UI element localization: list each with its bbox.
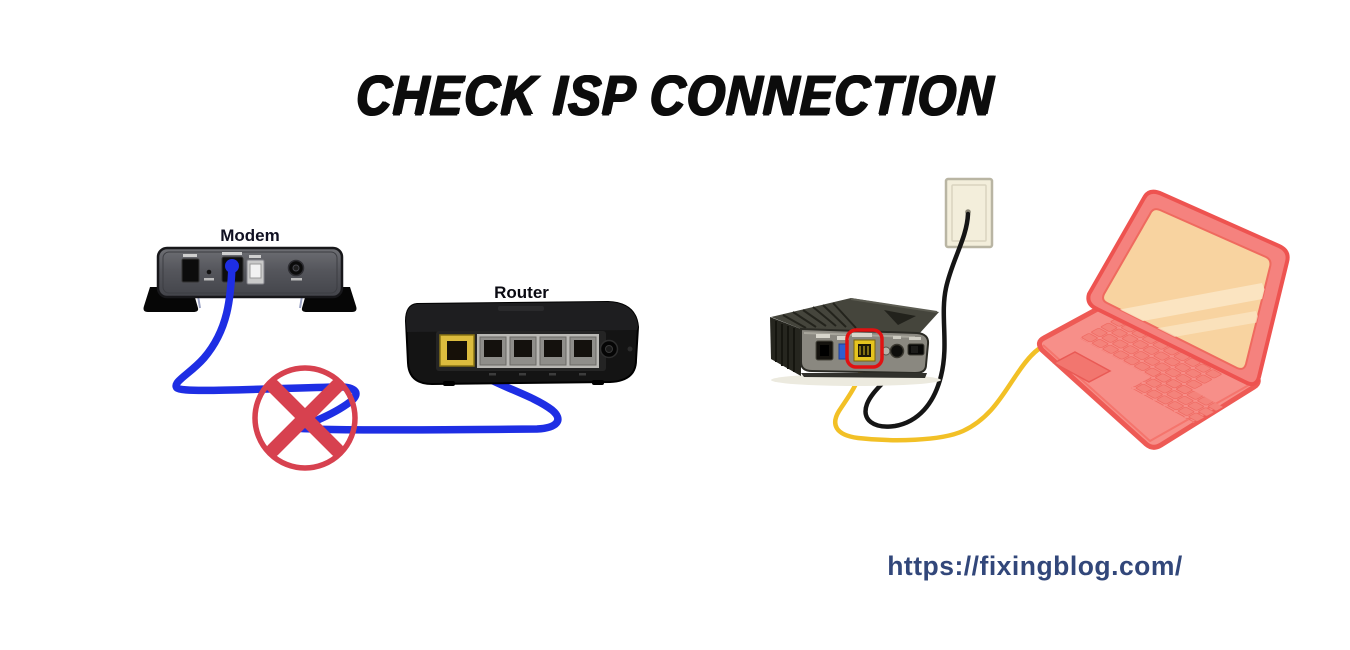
lan-port-hole xyxy=(574,340,592,357)
router-lan-ports xyxy=(479,336,597,366)
router-label: Router xyxy=(494,283,549,302)
modem-device xyxy=(143,246,357,312)
router-device xyxy=(404,300,640,386)
port-label xyxy=(204,278,214,281)
laptop-screen xyxy=(1102,208,1272,370)
side-ribs xyxy=(775,321,795,372)
laptop-keypad-cluster xyxy=(1131,372,1223,423)
port-label xyxy=(893,336,901,339)
lan-port-hole xyxy=(514,340,532,357)
blue-cable-path xyxy=(172,260,562,434)
router-top-band xyxy=(406,302,638,332)
laptop-keyboard xyxy=(1079,317,1223,395)
port-label xyxy=(249,255,261,258)
modem-reset-hole xyxy=(206,269,212,275)
top-ribs xyxy=(782,302,857,329)
lan-port-hole xyxy=(544,340,562,357)
blocked-connection-icon xyxy=(252,365,358,471)
isp-modem-device xyxy=(770,298,941,386)
port-label xyxy=(291,278,302,281)
lan-port-hole xyxy=(484,340,502,357)
router-power-jack-pin xyxy=(605,345,613,353)
port-label xyxy=(183,254,197,257)
laptop-touchpad xyxy=(1052,351,1112,383)
port-label xyxy=(909,337,921,340)
port-label xyxy=(222,252,242,255)
port-highlight-box xyxy=(845,328,884,369)
laptop xyxy=(1036,189,1290,450)
ethernet-cable-yellow xyxy=(833,343,1047,443)
isp-modem-phone-port-hole xyxy=(820,345,829,356)
port-label xyxy=(852,333,872,337)
modem-label: Modem xyxy=(220,226,280,245)
cross-stroke xyxy=(266,379,344,457)
router-port-marks xyxy=(489,373,586,376)
modem-panel-inner-edge xyxy=(162,251,338,294)
isp-modem-power-jack xyxy=(889,343,905,359)
top-vent xyxy=(884,310,916,325)
cross-circle xyxy=(252,365,358,471)
router-screw xyxy=(627,346,633,352)
port-label xyxy=(816,334,830,338)
wall-plate-inner xyxy=(951,184,987,242)
router-foot xyxy=(443,381,455,386)
modem-phone-port xyxy=(181,258,200,283)
blue-cable-plug-modem xyxy=(225,259,239,273)
top-edge-highlight xyxy=(850,298,938,313)
modem-usb-port-inner xyxy=(249,263,262,279)
website-url: https://fixingblog.com/ xyxy=(887,551,1183,581)
router-wan-port-hole xyxy=(447,341,467,360)
isp-modem-bottom-edge xyxy=(801,373,927,378)
modem-power-jack-pin xyxy=(292,264,300,272)
router-logo-emboss xyxy=(498,306,544,311)
router-foot xyxy=(592,380,604,385)
isp-modem-power-switch-knob xyxy=(911,346,918,353)
port-label xyxy=(837,336,849,340)
